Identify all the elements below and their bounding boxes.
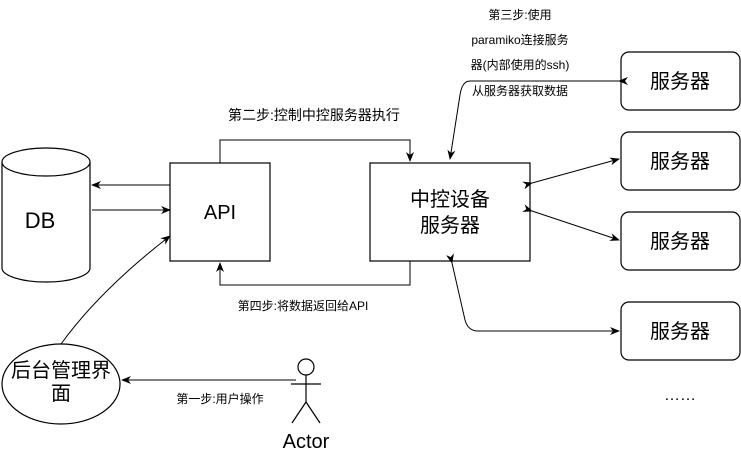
- step3-label-line3: 器(内部使用的ssh): [471, 57, 570, 72]
- center-server-box: [369, 162, 531, 262]
- server-label-2: 服务器: [650, 150, 710, 173]
- server-box-4: [620, 301, 741, 361]
- center-server-label-line2: 服务器: [420, 214, 480, 237]
- step3-label-line1: 第三步:使用: [488, 7, 551, 22]
- actor-label: Actor: [283, 431, 330, 453]
- step4-label: 第四步:将数据返回给API: [238, 298, 369, 313]
- arrow-center-server-4: [446, 253, 620, 335]
- center-server-label-line1: 中控设备: [410, 188, 490, 211]
- db-label: DB: [25, 208, 56, 233]
- more-servers-ellipsis: ……: [664, 387, 696, 404]
- admin-ui-label-line1: 后台管理界: [11, 359, 111, 382]
- admin-ui-label-line2: 面: [51, 383, 71, 405]
- arrow-center-server-1: [447, 77, 628, 160]
- server-label-3: 服务器: [650, 230, 710, 253]
- api-box: [169, 162, 271, 262]
- server-label-4: 服务器: [650, 320, 710, 343]
- step3-label-line2: paramiko连接服务: [471, 32, 568, 47]
- server-box-3: [620, 211, 741, 271]
- server-label-1: 服务器: [650, 70, 710, 93]
- actor-figure: [291, 358, 321, 424]
- api-label: API: [204, 202, 236, 224]
- arrow-center-server-2: [522, 157, 620, 190]
- arrow-step2-api-to-center: [219, 139, 414, 163]
- arrow-center-server-3: [522, 204, 620, 241]
- step1-label: 第一步:用户操作: [176, 391, 263, 406]
- arrow-admin-to-api: [60, 235, 171, 345]
- step3-label-line4: 从服务器获取数据: [472, 83, 568, 98]
- step2-label: 第二步:控制中控服务器执行: [228, 107, 400, 123]
- arrow-step4-center-to-api: [216, 261, 411, 286]
- db-cylinder: [1, 147, 91, 283]
- server-box-2: [620, 131, 741, 191]
